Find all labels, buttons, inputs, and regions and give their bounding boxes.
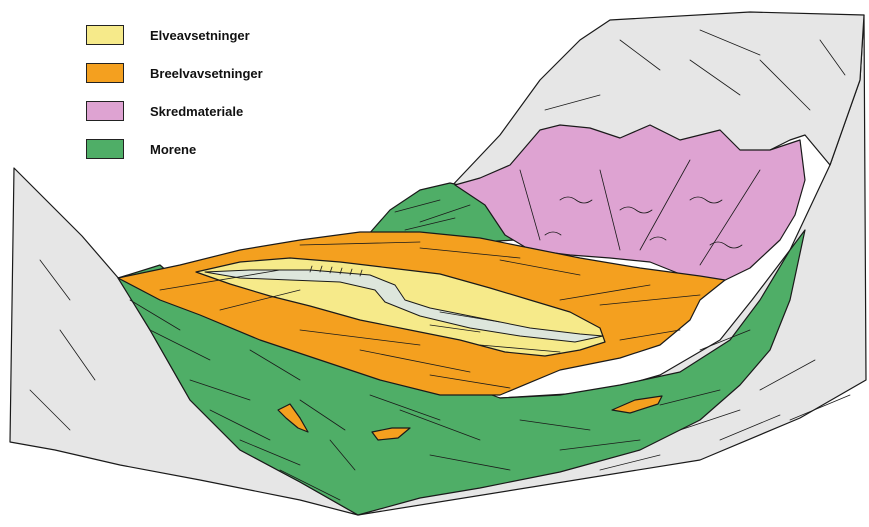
legend-swatch [86,101,124,121]
legend-label: Elveavsetninger [150,28,250,43]
legend-item-elveavsetninger: Elveavsetninger [86,25,263,45]
legend-swatch [86,63,124,83]
legend-label: Skredmateriale [150,104,243,119]
legend-item-skredmateriale: Skredmateriale [86,101,263,121]
legend-item-morene: Morene [86,139,263,159]
legend-swatch [86,25,124,45]
legend-label: Breelvavsetninger [150,66,263,81]
legend-label: Morene [150,142,196,157]
legend: Elveavsetninger Breelvavsetninger Skredm… [86,25,263,177]
legend-swatch [86,139,124,159]
legend-item-breelvavsetninger: Breelvavsetninger [86,63,263,83]
